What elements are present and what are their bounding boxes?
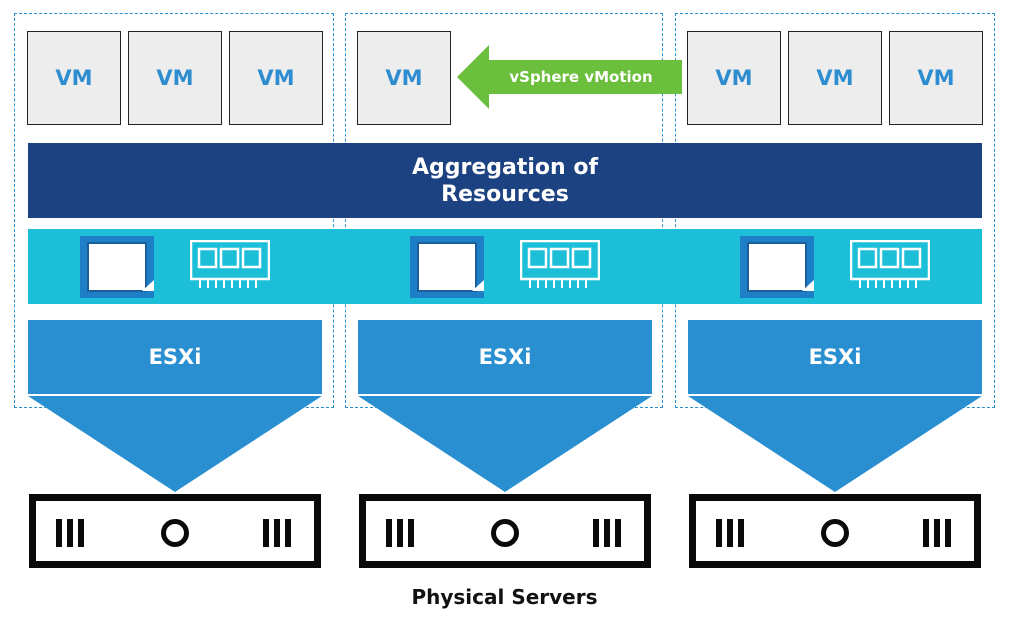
resource-band xyxy=(28,229,982,304)
vm-host1-2: VM xyxy=(128,31,222,125)
cpu-chip-icon xyxy=(410,236,484,298)
vmotion-arrow xyxy=(457,45,682,109)
esxi-layer-1: ESXi xyxy=(28,320,322,394)
power-button-icon xyxy=(491,519,519,547)
power-button-icon xyxy=(161,519,189,547)
vm-host3-3: VM xyxy=(889,31,983,125)
vm-host3-1: VM xyxy=(687,31,781,125)
drive-bays-icon xyxy=(593,519,621,547)
memory-module-icon xyxy=(520,240,600,288)
aggregation-line-1: Aggregation of xyxy=(411,154,599,180)
physical-server-1 xyxy=(29,494,321,568)
cpu-chip-icon xyxy=(80,236,154,298)
vm-host2-1: VM xyxy=(357,31,451,125)
drive-bays-icon xyxy=(263,519,291,547)
funnel-arrow-2 xyxy=(358,396,652,492)
aggregation-of-resources-band: Aggregation of Resources xyxy=(28,143,982,218)
vm-host1-3: VM xyxy=(229,31,323,125)
memory-module-icon xyxy=(190,240,270,288)
esxi-layer-3: ESXi xyxy=(688,320,982,394)
physical-servers-caption: Physical Servers xyxy=(411,585,598,609)
vm-host3-2: VM xyxy=(788,31,882,125)
physical-server-3 xyxy=(689,494,981,568)
vmotion-label: vSphere vMotion xyxy=(509,68,653,86)
cpu-chip-icon xyxy=(740,236,814,298)
drive-bays-icon xyxy=(923,519,951,547)
physical-server-2 xyxy=(359,494,651,568)
power-button-icon xyxy=(821,519,849,547)
memory-module-icon xyxy=(850,240,930,288)
vm-host1-1: VM xyxy=(27,31,121,125)
funnel-arrow-1 xyxy=(28,396,322,492)
drive-bays-icon xyxy=(56,519,84,547)
esxi-layer-2: ESXi xyxy=(358,320,652,394)
aggregation-line-2: Resources xyxy=(441,181,569,207)
drive-bays-icon xyxy=(386,519,414,547)
drive-bays-icon xyxy=(716,519,744,547)
funnel-arrow-3 xyxy=(688,396,982,492)
